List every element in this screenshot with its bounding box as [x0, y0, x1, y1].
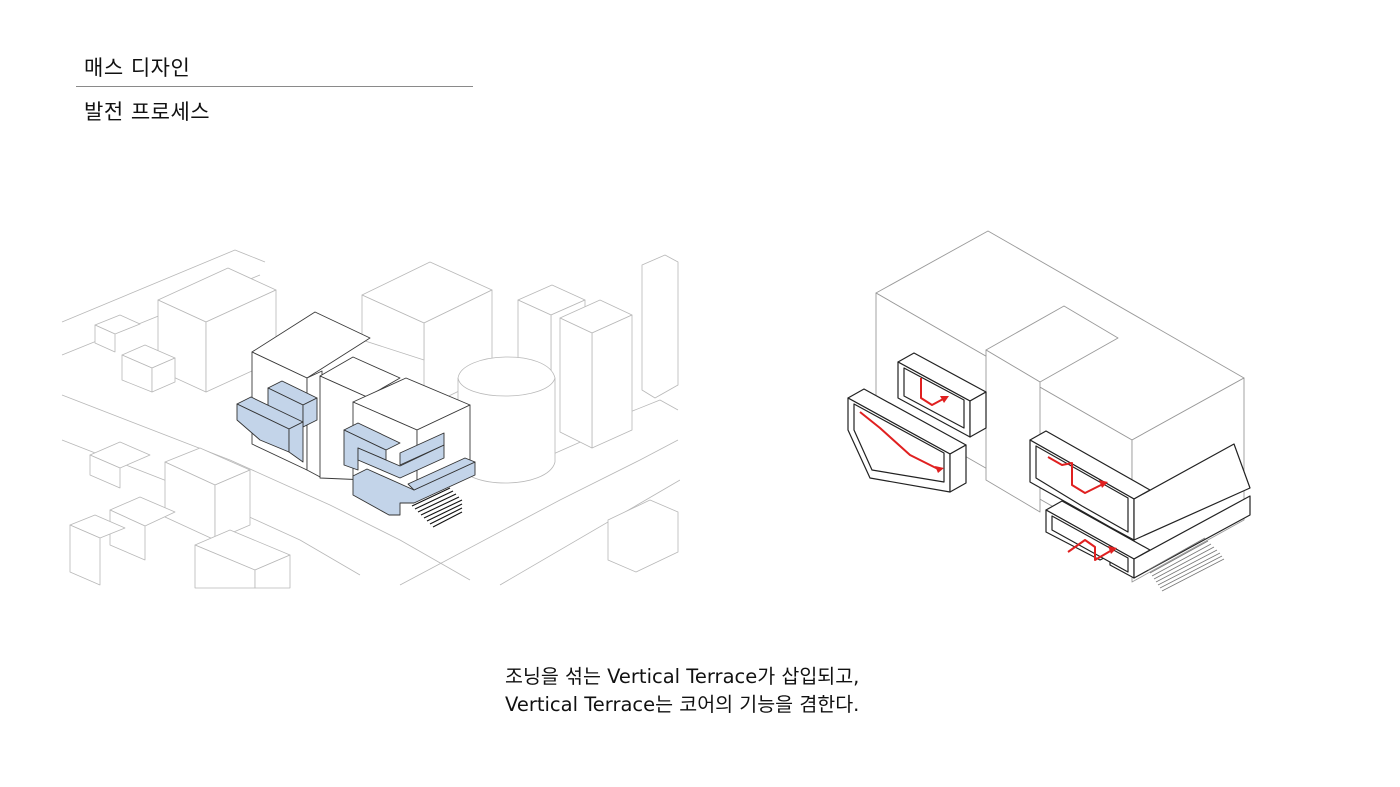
building-outline	[875, 230, 1245, 583]
surrounding-buildings	[61, 249, 680, 589]
caption-line-1: 조닝을 섞는 Vertical Terrace가 삽입되고,	[505, 665, 860, 688]
caption-line-2: Vertical Terrace는 코어의 기능을 겸한다.	[505, 693, 860, 716]
entrance-stairs	[411, 487, 463, 528]
vertical-terrace-masses	[236, 380, 476, 516]
vertical-terrace-core-diagram	[847, 230, 1251, 592]
section-title: 매스 디자인	[84, 56, 191, 80]
context-massing-diagram	[61, 249, 680, 589]
arrow-heads	[935, 396, 1117, 554]
entrance-stairs	[1147, 537, 1225, 592]
title-divider	[76, 86, 473, 87]
section-subtitle: 발전 프로세스	[84, 100, 211, 124]
diagram-caption: 조닝을 섞는 Vertical Terrace가 삽입되고, Vertical …	[505, 663, 859, 719]
circulation-arrows	[859, 378, 1113, 561]
